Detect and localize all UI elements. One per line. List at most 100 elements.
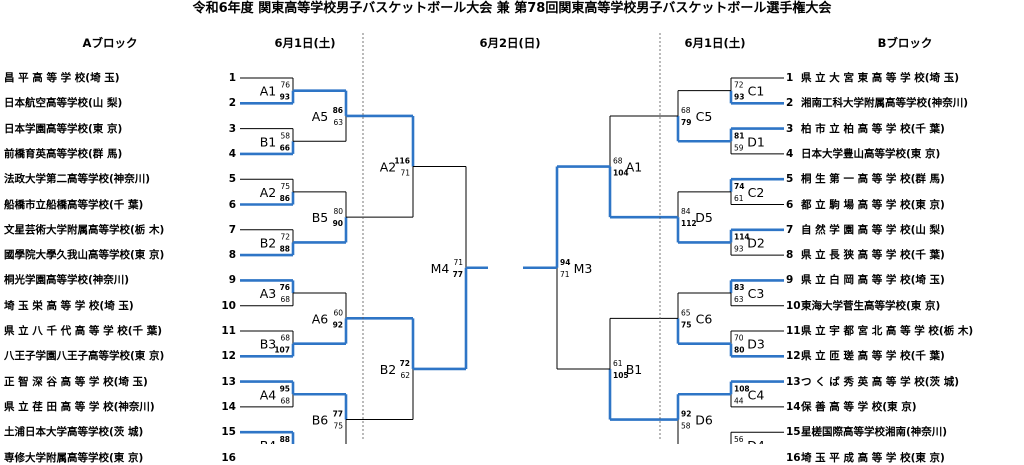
match-B4-top-score: 88 — [280, 435, 290, 444]
team-seed-number: 8 — [228, 249, 236, 262]
team-seed-number: 15 — [221, 426, 236, 439]
match-B1s-top-score: 61 — [613, 359, 623, 368]
team-name: 國學院大學久我山高等学校(東 京) — [4, 249, 165, 262]
match-C4-label: C4 — [748, 387, 765, 402]
day2-header: 6月2日(日) — [479, 36, 541, 50]
match-A5-label: A5 — [312, 109, 329, 124]
team-seed-number: 6 — [228, 198, 236, 211]
match-D2-bottom-score: 93 — [734, 244, 744, 253]
match-M3-label: M3 — [574, 261, 593, 276]
match-D1-bottom-score: 59 — [734, 143, 744, 152]
team-name: 船橋市立船橋高等学校(千 葉) — [4, 198, 144, 211]
match-A1-bottom-score: 93 — [280, 93, 290, 102]
match-B5-label: B5 — [312, 210, 329, 225]
match-B2s-label: B2 — [380, 362, 397, 377]
team-seed-number: 7 — [786, 223, 794, 236]
team-seed-number: 12 — [786, 350, 801, 363]
match-C6-top-score: 65 — [681, 308, 691, 317]
match-C2-label: C2 — [748, 185, 765, 200]
match-B1-top-score: 58 — [280, 131, 290, 140]
team-seed-number: 11 — [786, 325, 801, 337]
day1-right-header: 6月1日(土) — [684, 36, 746, 50]
match-C3-top-score: 83 — [734, 283, 744, 292]
block-b-header: Bブロック — [877, 36, 933, 50]
team-name: 日本航空高等学校(山 梨) — [4, 97, 123, 110]
match-B2-top-score: 72 — [280, 232, 290, 241]
team-name: 法政大学第二高等学校(神奈川) — [4, 173, 151, 186]
page-title: 令和6年度 関東高等学校男子バスケットボール大会 兼 第78回関東高等学校男子バ… — [192, 1, 832, 16]
match-B1s-bottom-score: 105 — [613, 371, 629, 380]
match-C2-bottom-score: 61 — [734, 194, 744, 203]
match-D1-top-score: 81 — [734, 131, 744, 140]
match-A2-top-score: 75 — [280, 182, 290, 191]
team-seed-number: 16 — [786, 451, 801, 464]
match-D1-label: D1 — [747, 134, 765, 149]
match-D3-bottom-score: 80 — [734, 346, 744, 355]
team-seed-number: 7 — [228, 223, 236, 236]
team-seed-number: 15 — [786, 426, 801, 439]
team-seed-number: 10 — [221, 299, 236, 312]
team-name: 県 立 荏 田 高 等 学 校(神奈川) — [4, 400, 155, 413]
match-B6-top-score: 77 — [333, 410, 343, 419]
team-seed-number: 9 — [786, 274, 794, 287]
team-seed-number: 6 — [786, 198, 794, 211]
team-seed-number: 14 — [221, 400, 236, 413]
team-seed-number: 14 — [786, 400, 801, 413]
match-D5-bottom-score: 112 — [681, 219, 697, 228]
team-name: 県 立 白 岡 高 等 学 校(埼 玉) — [801, 274, 945, 287]
team-name: 柏 市 立 柏 高 等 学 校(千 葉) — [801, 122, 945, 135]
match-A3-label: A3 — [260, 286, 277, 301]
match-A1-label: A1 — [260, 84, 277, 99]
match-D4-label: D4 — [747, 438, 765, 444]
match-D2-label: D2 — [747, 235, 765, 250]
team-seed-number: 4 — [228, 147, 236, 160]
match-A3-bottom-score: 68 — [280, 295, 290, 304]
team-name: 県 立 匝 瑳 高 等 学 校(千 葉) — [801, 350, 945, 363]
match-D2-top-score: 114 — [734, 232, 750, 241]
team-name: 土浦日本大学高等学校(茨 城) — [4, 426, 144, 439]
match-D3-top-score: 70 — [734, 334, 744, 343]
match-B1s-label: B1 — [626, 362, 643, 377]
match-C2-top-score: 74 — [734, 182, 744, 191]
match-B3-bottom-score: 107 — [274, 346, 290, 355]
match-C5-label: C5 — [696, 109, 713, 124]
team-name: 湘南工科大学附属高等学校(神奈川) — [801, 97, 969, 110]
team-seed-number: 12 — [221, 350, 236, 363]
match-B3-top-score: 68 — [280, 334, 290, 343]
match-A6-top-score: 60 — [333, 308, 343, 317]
match-A5-bottom-score: 63 — [333, 118, 343, 127]
team-name: 東海大学菅生高等学校(東 京) — [801, 299, 941, 312]
match-C1-label: C1 — [748, 84, 765, 99]
block-a-header: Aブロック — [82, 36, 138, 50]
team-seed-number: 16 — [221, 451, 236, 464]
match-C1-bottom-score: 93 — [734, 93, 744, 102]
match-A2s-top-score: 116 — [394, 157, 410, 166]
team-seed-number: 5 — [786, 173, 794, 186]
team-name: 保 善 高 等 学 校(東 京) — [801, 400, 917, 413]
match-D5-top-score: 84 — [681, 207, 691, 216]
team-name: 自 然 学 園 高 等 学 校(山 梨) — [801, 223, 945, 236]
match-A5-top-score: 86 — [333, 106, 343, 115]
match-M4-bottom-score: 77 — [453, 270, 463, 279]
team-name: 星槎国際高等学校湘南(神奈川) — [801, 426, 948, 439]
match-D3-label: D3 — [747, 337, 765, 352]
match-B3-label: B3 — [260, 337, 277, 352]
team-seed-number: 13 — [786, 375, 801, 388]
team-name: 文星芸術大学附属高等学校(栃 木) — [4, 223, 165, 236]
match-D5-label: D5 — [695, 210, 713, 225]
match-D6-bottom-score: 58 — [681, 422, 691, 431]
team-name: 専修大学附属高等学校(東 京) — [4, 451, 144, 464]
team-seed-number: 2 — [228, 97, 236, 110]
team-seed-number: 5 — [228, 173, 236, 186]
team-seed-number: 9 — [228, 274, 236, 287]
team-name: 県 立 宇 都 宮 北 高 等 学 校(栃 木) — [801, 325, 974, 337]
team-name: 正 智 深 谷 高 等 学 校(埼 玉) — [4, 375, 148, 388]
match-C5-top-score: 68 — [681, 106, 691, 115]
match-B5-bottom-score: 90 — [333, 219, 343, 228]
match-C3-bottom-score: 63 — [734, 295, 744, 304]
team-name: 県 立 大 宮 東 高 等 学 校(埼 玉) — [801, 72, 959, 84]
team-name: 都 立 駒 場 高 等 学 校(東 京) — [801, 198, 945, 211]
team-seed-number: 8 — [786, 249, 794, 262]
match-B2s-bottom-score: 62 — [400, 371, 410, 380]
team-seed-number: 2 — [786, 97, 794, 110]
